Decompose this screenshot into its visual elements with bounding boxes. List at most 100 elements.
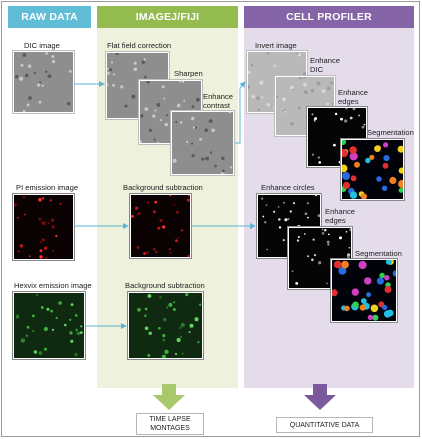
cell-dot — [321, 232, 325, 235]
pi-raw-image — [12, 193, 75, 261]
cell-dot — [398, 187, 403, 193]
cell-dot — [382, 304, 388, 310]
cell-dot — [147, 201, 150, 204]
cell-dot — [69, 70, 72, 73]
cell-dot — [318, 261, 322, 265]
cell-dot — [266, 52, 270, 55]
cell-dot — [383, 142, 389, 148]
cell-dot — [312, 238, 315, 241]
cell-dot — [19, 244, 24, 248]
segmentation-pi-image — [330, 258, 398, 323]
cell-dot — [37, 83, 41, 87]
raw-data-title: RAW DATA — [21, 11, 78, 23]
cell-dot — [361, 125, 365, 129]
cell-dot — [20, 63, 24, 67]
cell-dot — [389, 176, 397, 185]
cell-dot — [383, 310, 392, 318]
cell-dot — [333, 143, 336, 147]
cell-dot — [314, 195, 317, 197]
cell-dot — [176, 103, 181, 108]
cell-dot — [257, 108, 261, 111]
cell-dot — [282, 201, 285, 204]
tile-texture — [172, 112, 233, 174]
cell-dot — [22, 53, 27, 57]
cell-dot — [365, 157, 371, 164]
cell-dot — [136, 245, 140, 249]
tile-texture — [342, 140, 403, 199]
tile-texture — [129, 293, 202, 358]
time-lapse-line2: MONTAGES — [150, 425, 190, 432]
cell-dot — [45, 52, 48, 55]
cell-dot — [205, 156, 209, 161]
cell-dot — [120, 85, 124, 89]
cell-dot — [43, 326, 48, 332]
tile-texture — [14, 195, 73, 259]
cell-dot — [321, 89, 326, 93]
cell-dot — [180, 229, 183, 232]
cell-dot — [345, 108, 348, 110]
cell-dot — [152, 247, 156, 251]
cell-dot — [318, 161, 321, 164]
cell-dot — [349, 152, 358, 161]
cell-dot — [290, 121, 294, 126]
cell-dot — [55, 316, 58, 320]
cell-dot — [23, 196, 25, 199]
cell-dot — [55, 234, 58, 237]
cell-dot — [349, 116, 353, 120]
cell-dot — [364, 277, 372, 285]
cell-dot — [347, 255, 350, 259]
cell-dot — [161, 85, 165, 89]
cell-dot — [392, 270, 396, 277]
cell-dot — [259, 80, 264, 85]
cell-dot — [163, 318, 167, 322]
cell-dot — [358, 114, 360, 117]
cell-dot — [327, 233, 330, 236]
cell-dot — [317, 156, 320, 159]
cell-dot — [199, 137, 202, 141]
cell-dot — [22, 109, 26, 112]
cell-dot — [397, 145, 403, 153]
cell-dot — [70, 303, 74, 306]
cell-dot — [348, 246, 351, 249]
cell-dot — [41, 84, 44, 87]
cell-dot — [33, 350, 38, 354]
cell-dot — [311, 258, 314, 262]
cell-dot — [324, 229, 327, 232]
cell-dot — [342, 149, 348, 158]
cell-dot — [133, 67, 138, 72]
cell-dot — [264, 221, 267, 224]
cell-dot — [143, 58, 146, 61]
cell-dot — [26, 325, 30, 329]
cell-dot — [42, 197, 45, 200]
cell-dot — [174, 352, 178, 356]
cell-dot — [351, 288, 359, 296]
cell-dot — [137, 212, 141, 215]
cell-dot — [147, 353, 151, 357]
tile-texture — [14, 52, 73, 112]
cell-dot — [349, 191, 358, 199]
cell-dot — [221, 156, 225, 160]
cell-dot — [154, 200, 158, 204]
cell-dot — [311, 113, 314, 116]
cell-dot — [175, 120, 178, 124]
cell-dot — [266, 103, 270, 107]
cell-dot — [181, 81, 185, 83]
cell-dot — [251, 94, 255, 99]
cell-dot — [137, 308, 141, 312]
cell-dot — [140, 114, 144, 118]
cell-dot — [67, 101, 71, 106]
cell-dot — [58, 301, 62, 305]
cell-dot — [74, 353, 78, 357]
cell-dot — [276, 95, 279, 98]
cell-dot — [262, 215, 265, 218]
enhance-circles-label: Enhance circles — [261, 183, 315, 192]
pi-emission-label: PI emission image — [16, 183, 79, 192]
cell-dot — [33, 71, 36, 75]
cellprofiler-header: CELL PROFILER — [244, 6, 414, 28]
cell-dot — [295, 282, 299, 285]
cell-dot — [196, 97, 200, 102]
cell-dot — [189, 323, 194, 328]
invert-image-label: Invert image — [255, 41, 297, 50]
cell-dot — [256, 96, 260, 100]
cell-dot — [331, 102, 334, 105]
